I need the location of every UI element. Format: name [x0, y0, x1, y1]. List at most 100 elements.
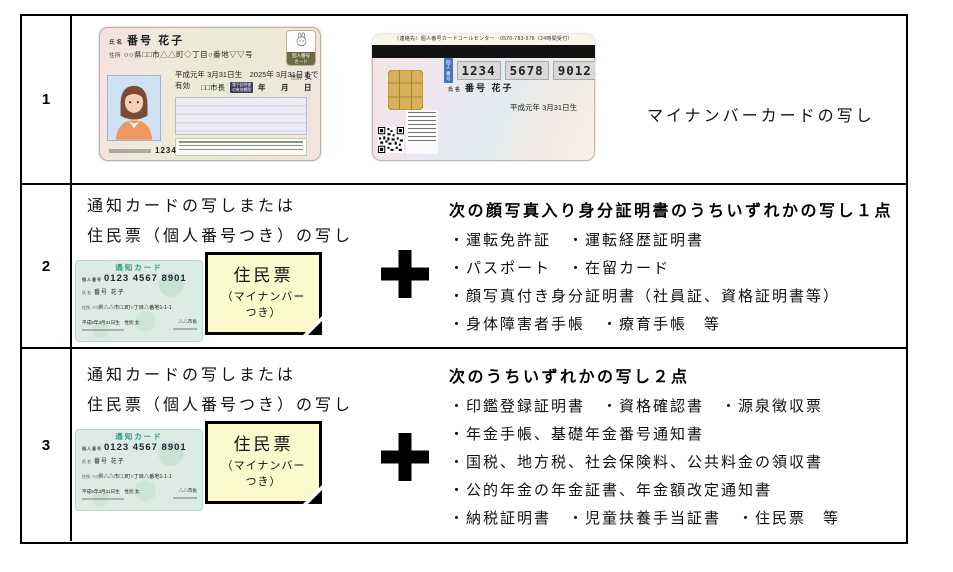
- notice-address-line: 住所○○県△△市□□町○丁目△番地1-1-1: [82, 473, 172, 480]
- front-gender-label: 性別: [290, 75, 302, 81]
- row-3-heading: 次のうちいずれかの写し２点: [449, 369, 690, 386]
- qr-code: [378, 127, 404, 153]
- front-gender-line: 性別女: [290, 71, 312, 82]
- notice-code-line: [173, 497, 197, 499]
- notice-code-line: [173, 328, 197, 330]
- back-name-line: 氏名番号 花子: [448, 81, 514, 94]
- back-number-label: 個人番号: [444, 58, 453, 83]
- row-3-item-3: ・国税、地方税、社会保険料、公共料金の領収書: [449, 454, 824, 471]
- notice-address-label: 住所: [82, 305, 90, 310]
- notice-card-title: 通知カード: [115, 432, 163, 441]
- number-label-line2: 番号: [446, 70, 451, 82]
- front-fine-print: [175, 138, 307, 156]
- number-group-2: 5678: [504, 61, 549, 80]
- rabbit-mascot-icon: [296, 32, 306, 47]
- row-3-left-text: 通知カードの写しまたは 住民票（個人番号つき）の写し: [87, 361, 353, 421]
- notice-number-label: 個人番号: [82, 277, 102, 282]
- back-name-label: 氏名: [448, 87, 463, 93]
- row-3-item-1: ・印鑑登録証明書 ・資格確認書 ・源泉徴収票: [449, 398, 824, 415]
- back-contact-line: 〈連絡先〉個人番号カードコールセンター 0570‐783‐578（24時間受付）: [372, 34, 595, 45]
- left-line-1: 通知カードの写しまたは: [87, 198, 297, 215]
- ecert-line1: 電子証明書: [232, 83, 252, 87]
- front-gender-value: 女: [304, 72, 313, 81]
- sticky-note: 住民票 （マイナンバー つき）: [205, 252, 322, 335]
- row-3-item-list: ・印鑑登録証明書 ・資格確認書 ・源泉徴収票 ・年金手帳、基礎年金番号通知書 ・…: [449, 393, 840, 533]
- front-badge-label: 個人番号カード: [287, 52, 315, 65]
- notice-number-label: 個人番号: [82, 446, 102, 451]
- magnetic-stripe: [372, 45, 595, 58]
- notice-issue-line: [82, 329, 124, 331]
- notice-birth-line: 平成5年3月31日生 性別 女: [82, 489, 140, 494]
- sticky-line-3: つき）: [245, 476, 282, 488]
- front-serial-value: 1234: [155, 146, 177, 155]
- sticky-line-1: 住民票: [233, 435, 294, 454]
- row-2-heading: 次の顔写真入り身分証明書のうちいずれかの写し１点: [449, 203, 894, 220]
- front-issuer-row: □□市長 電子証明書の有効期限 年 月 日: [175, 82, 316, 94]
- left-line-1: 通知カードの写しまたは: [87, 367, 297, 384]
- left-line-2: 住民票（個人番号つき）の写し: [87, 228, 354, 245]
- row-1-content: 氏名番号 花子 住所○○県□□市△△町◇丁目○番地▽▽号 個人番号カード 性別女: [72, 16, 906, 183]
- notice-address-value: ○○県△△市□□町○丁目△番地1-1-1: [92, 474, 172, 480]
- ic-chip-icon: [388, 70, 423, 110]
- front-name-value: 番号 花子: [127, 35, 185, 47]
- sticky-fold-flap: [308, 490, 322, 504]
- row-number-1: 1: [22, 16, 72, 183]
- front-issuer: □□市長: [201, 83, 226, 93]
- row-2-item-list: ・運転免許証 ・運転経歴証明書 ・パスポート ・在留カード ・顔写真付き身分証明…: [449, 227, 840, 339]
- front-serial: 1234: [109, 146, 177, 155]
- table-row-1: 1 氏名番号 花子 住所○○県□□市△△町◇丁目○番地▽▽号: [22, 16, 906, 185]
- id-requirements-table: 1 氏名番号 花子 住所○○県□□市△△町◇丁目○番地▽▽号: [20, 14, 908, 544]
- sticky-line-2: （マイナンバー: [221, 291, 306, 303]
- sticky-line-3: つき）: [245, 307, 282, 319]
- ecert-line2: の有効期限: [232, 87, 252, 92]
- row-2-item-3: ・顔写真付き身分証明書（社員証、資格証明書等）: [449, 288, 841, 305]
- notice-name-line: 氏名番号 花子: [82, 287, 125, 296]
- portrait-photo: [107, 75, 161, 141]
- row-2-item-2: ・パスポート ・在留カード: [449, 260, 671, 277]
- sticky-line-1: 住民票: [233, 266, 294, 285]
- badge-line2: カード: [294, 58, 308, 64]
- row-number-3: 3: [22, 349, 72, 541]
- front-address-value: ○○県□□市△△町◇丁目○番地▽▽号: [124, 50, 254, 59]
- notice-issue-line: [82, 498, 124, 500]
- notice-issuer: △△市長: [178, 319, 197, 324]
- sticky-line-2: （マイナンバー: [221, 460, 306, 472]
- front-birth-expiry: 平成元年 3月31日生 2025年 3月31日まで有効: [175, 70, 319, 90]
- number-group-3: 9012: [552, 61, 595, 80]
- front-signature-panel: [175, 97, 307, 135]
- front-ecert-badge: 電子証明書の有効期限: [230, 82, 254, 94]
- number-group-1: 1234: [456, 61, 501, 80]
- row-3-item-5: ・納税証明書 ・児童扶養手当証書 ・住民票 等: [449, 510, 841, 527]
- notice-name-value: 番号 花子: [94, 290, 125, 296]
- plus-icon: [381, 433, 429, 481]
- front-name-label: 氏名: [109, 40, 125, 46]
- left-line-2: 住民票（個人番号つき）の写し: [87, 397, 354, 414]
- notice-address-label: 住所: [82, 474, 90, 479]
- row-2-item-1: ・運転免許証 ・運転経歴証明書: [449, 232, 705, 249]
- notice-issuer: △△市長: [178, 488, 197, 493]
- card-mascot-badge: 個人番号カード: [286, 30, 316, 66]
- number-label-line1: 個人: [446, 59, 451, 71]
- front-address-label: 住所: [109, 53, 122, 59]
- row-number-2: 2: [22, 185, 72, 347]
- notice-address-line: 住所○○県△△市□□町○丁目△番地1-1-1: [82, 304, 172, 311]
- notice-address-value: ○○県△△市□□町○丁目△番地1-1-1: [92, 305, 172, 311]
- row-3-item-4: ・公的年金の年金証書、年金額改定通知書: [449, 482, 773, 499]
- notice-number-value: 0123 4567 8901: [104, 273, 187, 284]
- notice-name-value: 番号 花子: [94, 459, 125, 465]
- badge-line1: 個人番号: [292, 53, 310, 58]
- back-name-value: 番号 花子: [465, 83, 514, 93]
- back-legal-text: [406, 110, 438, 154]
- row-3-item-2: ・年金手帳、基礎年金番号通知書: [449, 426, 705, 443]
- back-number-row: 個人番号 1234 5678 9012: [444, 58, 595, 83]
- notice-card-title: 通知カード: [115, 263, 163, 272]
- notice-number-value: 0123 4567 8901: [104, 442, 187, 453]
